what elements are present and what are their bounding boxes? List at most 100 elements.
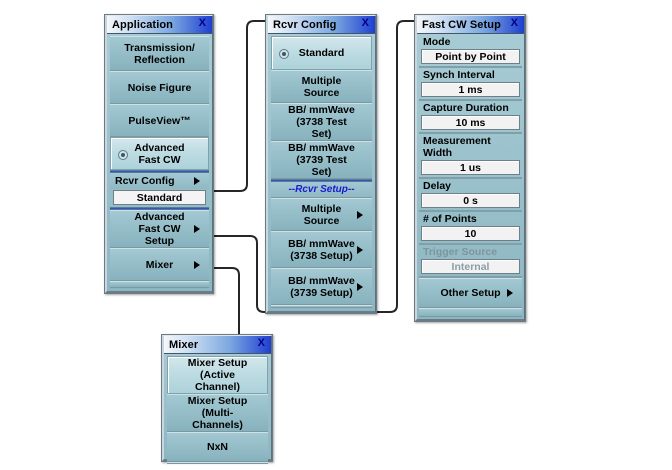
divider [419,210,522,212]
app-item-spacer [110,281,209,288]
app-item-label: Advanced Fast CW [134,141,185,166]
rcvr-config-body: Standard Multiple Source BB/ mmWave (373… [268,34,375,311]
rcvr-setup-label: Multiple Source [301,202,342,227]
app-item-label: Advanced Fast CW Setup [134,211,185,247]
divider [419,177,522,179]
fast-cw-setup-body: Mode Point by Point Synch Interval 1 ms … [417,34,524,319]
field-number-of-points: # of Points 10 [419,212,522,243]
field-mode: Mode Point by Point [419,35,522,66]
mixer-title: Mixer [169,338,199,351]
divider [110,207,209,210]
chevron-right-icon [194,177,200,185]
rcvr-item-bb-mmwave-3739-test-set[interactable]: BB/ mmWave (3739 Test Set) [271,141,372,179]
app-item-advanced-fast-cw-setup[interactable]: Advanced Fast CW Setup [110,210,209,248]
app-item-label: PulseView™ [128,114,191,127]
application-title: Application [112,18,173,31]
chevron-right-icon [194,225,200,233]
app-item-label: Noise Figure [127,81,192,94]
radio-selected-icon [118,149,128,160]
field-value: Internal [421,259,520,274]
mixer-spacer [167,462,268,464]
rcvr-item-standard[interactable]: Standard [271,36,372,70]
field-value[interactable]: 10 ms [421,115,520,130]
rcvr-item-label: BB/ mmWave (3738 Test Set) [288,104,355,140]
rcvr-config-panel: Rcvr Config X Standard Multiple Source B… [265,14,377,314]
mixer-panel: Mixer X Mixer Setup (Active Channel) Mix… [161,334,273,464]
close-icon[interactable]: X [510,17,518,29]
mixer-item-setup-active-channel[interactable]: Mixer Setup (Active Channel) [167,356,268,394]
rcvr-setup-label: BB/ mmWave (3739 Setup) [288,274,355,299]
rcvr-setup-bb-mmwave-3738[interactable]: BB/ mmWave (3738 Setup) [271,231,372,268]
divider [271,179,372,182]
fast-cw-setup-title: Fast CW Setup [422,18,501,31]
mixer-body: Mixer Setup (Active Channel) Mixer Setup… [164,354,271,467]
rcvr-setup-section-heading: --Rcvr Setup-- [271,182,372,198]
field-label: # of Points [423,213,477,225]
field-measurement-width: Measurement Width 1 us [419,134,522,177]
field-label: Synch Interval [423,69,495,81]
divider [419,66,522,68]
other-setup-label: Other Setup [440,287,501,299]
field-label: Trigger Source [423,246,498,258]
chevron-right-icon [357,282,363,291]
app-item-mixer[interactable]: Mixer [110,248,209,281]
app-item-noise-figure[interactable]: Noise Figure [110,71,209,104]
field-label: Capture Duration [423,102,509,114]
rcvr-item-label: BB/ mmWave (3739 Test Set) [288,142,355,178]
field-label: Mode [423,36,451,48]
close-icon[interactable]: X [361,17,369,29]
field-trigger-source: Trigger Source Internal [419,245,522,276]
connector-mixer [213,267,240,334]
field-capture-duration: Capture Duration 10 ms [419,101,522,132]
radio-selected-icon [279,49,289,59]
fast-cw-spacer [419,308,522,317]
mixer-titlebar: Mixer X [164,336,271,354]
fast-cw-other-setup-button[interactable]: Other Setup [419,278,522,308]
app-item-pulseview[interactable]: PulseView™ [110,104,209,137]
mixer-item-nxn[interactable]: NxN [167,432,268,462]
field-value[interactable]: 0 s [421,193,520,208]
rcvr-item-multiple-source[interactable]: Multiple Source [271,70,372,103]
divider [419,99,522,101]
mixer-item-label: Mixer Setup (Multi-Channels) [187,395,248,431]
fast-cw-setup-titlebar: Fast CW Setup X [417,16,524,34]
app-item-label: Mixer [145,258,174,271]
application-panel: Application X Transmission/ Reflection N… [104,14,214,294]
fast-cw-setup-panel: Fast CW Setup X Mode Point by Point Sync… [414,14,526,322]
chevron-right-icon [357,210,363,219]
close-icon[interactable]: X [257,337,265,349]
rcvr-config-titlebar: Rcvr Config X [268,16,375,34]
mixer-item-setup-multi-channels[interactable]: Mixer Setup (Multi-Channels) [167,394,268,432]
field-value[interactable]: Point by Point [421,49,520,64]
chevron-right-icon [507,289,513,297]
field-label: Delay [423,180,452,192]
chevron-right-icon [357,245,363,254]
divider [419,132,522,134]
rcvr-item-label: Standard [298,47,345,59]
rcvr-item-spacer [271,305,372,308]
rcvr-item-bb-mmwave-3738-test-set[interactable]: BB/ mmWave (3738 Test Set) [271,103,372,141]
field-synch-interval: Synch Interval 1 ms [419,68,522,99]
rcvr-setup-multiple-source[interactable]: Multiple Source [271,198,372,231]
mixer-item-label: NxN [206,441,228,453]
rcvr-item-label: Multiple Source [301,74,342,99]
app-rcvr-config-label: Rcvr Config [115,175,175,187]
divider [110,170,209,173]
app-rcvr-config-value[interactable]: Standard [113,190,206,205]
app-row-rcvr-config[interactable]: Rcvr Config [110,173,209,189]
close-icon[interactable]: X [198,17,206,29]
rcvr-setup-bb-mmwave-3739[interactable]: BB/ mmWave (3739 Setup) [271,268,372,305]
app-item-advanced-fast-cw[interactable]: Advanced Fast CW [110,137,209,170]
divider [419,243,522,245]
divider [419,276,522,278]
field-value[interactable]: 10 [421,226,520,241]
connector-rcvr-config [213,20,265,192]
field-delay: Delay 0 s [419,179,522,210]
field-label: Measurement Width [423,135,491,159]
application-titlebar: Application X [107,16,212,34]
app-item-transmission-reflection[interactable]: Transmission/ Reflection [110,36,209,71]
chevron-right-icon [194,260,200,269]
mixer-item-label: Mixer Setup (Active Channel) [187,357,248,393]
field-value[interactable]: 1 ms [421,82,520,97]
field-value[interactable]: 1 us [421,160,520,175]
